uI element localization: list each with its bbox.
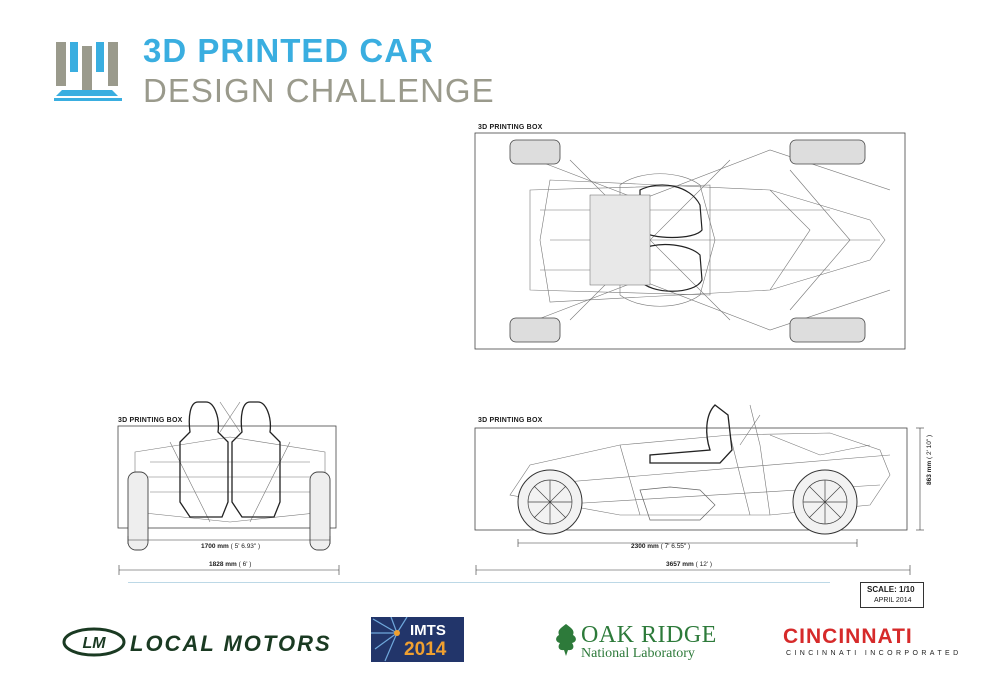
side-outer-dimension-line bbox=[475, 565, 911, 575]
page-title: 3D PRINTED CAR bbox=[143, 32, 434, 69]
oak-ridge-subtitle: National Laboratory bbox=[581, 646, 695, 661]
cincinnati-title: CINCINNATI bbox=[783, 625, 913, 648]
page-subtitle: DESIGN CHALLENGE bbox=[143, 72, 495, 109]
front-view-box-label: 3D PRINTING BOX bbox=[118, 417, 183, 424]
side-height-dim-mm: 863 mm bbox=[926, 460, 933, 485]
scale-label: SCALE: 1/10 bbox=[867, 585, 915, 594]
front-inner-dimension: 1700 mm ( 5' 6.93" ) bbox=[201, 543, 260, 550]
scale-box bbox=[860, 582, 924, 608]
scale-date: APRIL 2014 bbox=[874, 597, 912, 604]
side-outer-dim-ft: ( 12' ) bbox=[695, 561, 713, 568]
cincinnati-subtitle: CINCINNATI INCORPORATED bbox=[786, 650, 962, 657]
side-height-dim-ft: ( 2' 10" ) bbox=[926, 434, 933, 459]
side-height-dimension: 863 mm ( 2' 10" ) bbox=[926, 435, 933, 485]
front-outer-dim-mm: 1828 mm bbox=[209, 561, 237, 568]
car-front-view-drawing bbox=[117, 401, 337, 551]
imts-burst-icon bbox=[371, 617, 408, 662]
front-inner-dim-mm: 1700 mm bbox=[201, 543, 229, 550]
challenge-logo-icon bbox=[54, 42, 122, 101]
front-inner-dim-ft: ( 5' 6.93" ) bbox=[230, 543, 261, 550]
side-outer-dim-mm: 3657 mm bbox=[666, 561, 694, 568]
imts-title: IMTS bbox=[410, 622, 446, 639]
imts-logo bbox=[371, 617, 464, 662]
divider bbox=[128, 582, 830, 583]
oak-leaf-icon bbox=[556, 624, 576, 656]
local-motors-name: LOCAL MOTORS bbox=[130, 631, 332, 656]
side-inner-dim-mm: 2300 mm bbox=[631, 543, 659, 550]
local-motors-mark: LM bbox=[82, 635, 106, 652]
car-side-view-drawing bbox=[474, 404, 924, 547]
front-outer-dimension-line bbox=[118, 565, 340, 575]
car-top-view-drawing bbox=[474, 132, 906, 350]
front-outer-dim-ft: ( 6' ) bbox=[238, 561, 252, 568]
imts-year: 2014 bbox=[404, 639, 447, 660]
side-inner-dimension: 2300 mm ( 7' 6.55" ) bbox=[631, 543, 690, 550]
front-outer-dimension: 1828 mm ( 6' ) bbox=[209, 561, 251, 568]
local-motors-logo-icon: LM bbox=[62, 627, 126, 657]
oak-ridge-title: OAK RIDGE bbox=[581, 622, 717, 648]
side-view-box-label: 3D PRINTING BOX bbox=[478, 417, 543, 424]
side-outer-dimension: 3657 mm ( 12' ) bbox=[666, 561, 712, 568]
side-inner-dim-ft: ( 7' 6.55" ) bbox=[660, 543, 691, 550]
top-view-box-label: 3D PRINTING BOX bbox=[478, 124, 543, 131]
